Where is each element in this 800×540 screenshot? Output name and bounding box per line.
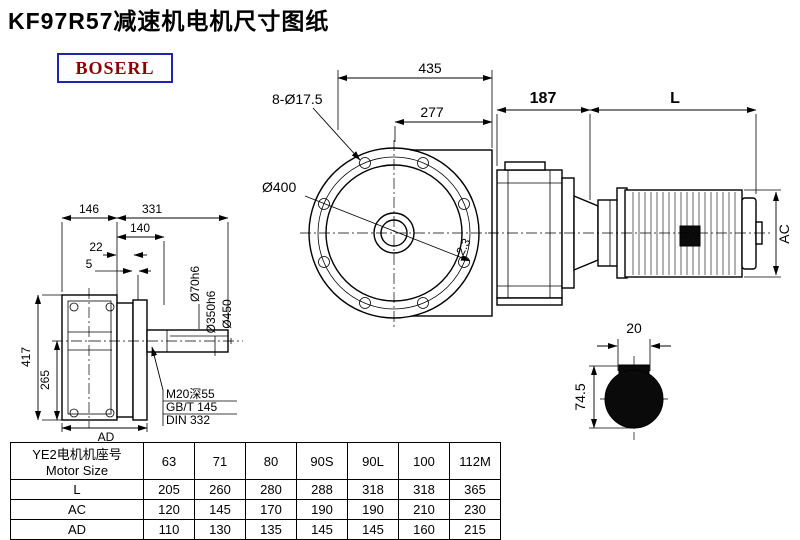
table-row-L: L 205 260 280 288 318 318 365 xyxy=(10,479,501,500)
table-cell: 288 xyxy=(296,479,348,500)
front-view: 146 331 140 22 5 417 265 xyxy=(19,202,243,444)
table-row-AD: AD 110 130 135 145 145 160 215 xyxy=(10,519,501,540)
size-col-80: 80 xyxy=(245,442,297,480)
table-cell: 365 xyxy=(449,479,501,500)
dim-AC: AC xyxy=(776,224,792,243)
table-cell: 130 xyxy=(194,519,246,540)
table-cell: 145 xyxy=(296,519,348,540)
table-cell: 318 xyxy=(347,479,399,500)
size-col-63: 63 xyxy=(143,442,195,480)
shaft-section-circle xyxy=(604,369,664,429)
dim-417: 417 xyxy=(19,347,33,367)
row-label-L: L xyxy=(10,479,144,500)
table-header-row: YE2电机机座号 Motor Size 63 71 80 90S 90L 100… xyxy=(10,442,501,480)
note-tapped-hole: M20深55 xyxy=(166,387,215,401)
dim-187: 187 xyxy=(530,90,557,107)
row-label-AC: AC xyxy=(10,499,144,520)
dim-331: 331 xyxy=(142,202,162,216)
table-cell: 170 xyxy=(245,499,297,520)
motor-size-table: YE2电机机座号 Motor Size 63 71 80 90S 90L 100… xyxy=(10,442,501,540)
dim-22: 22 xyxy=(89,240,103,254)
note-din332: DIN 332 xyxy=(166,413,210,427)
table-header-cn: YE2电机机座号 xyxy=(32,447,122,462)
table-header-cell: YE2电机机座号 Motor Size xyxy=(10,442,144,480)
note-gbt145: GB/T 145 xyxy=(166,400,217,414)
dim-flange-diameter: Ø400 xyxy=(262,179,296,195)
size-col-90L: 90L xyxy=(347,442,399,480)
dim-277: 277 xyxy=(420,104,444,120)
table-cell: 135 xyxy=(245,519,297,540)
table-cell: 190 xyxy=(296,499,348,520)
dim-5: 5 xyxy=(86,257,93,271)
dim-AD: AD xyxy=(98,430,115,444)
size-col-90S: 90S xyxy=(296,442,348,480)
dim-140: 140 xyxy=(130,221,150,235)
table-cell: 280 xyxy=(245,479,297,500)
dim-146: 146 xyxy=(79,202,99,216)
size-col-100: 100 xyxy=(398,442,450,480)
table-cell: 318 xyxy=(398,479,450,500)
table-cell: 160 xyxy=(398,519,450,540)
dim-key-width: 20 xyxy=(626,320,642,336)
shaft-key-section: 20 74.5 xyxy=(572,320,671,440)
table-cell: 110 xyxy=(143,519,195,540)
dim-bolt-pattern: 8-Ø17.5 xyxy=(272,91,323,107)
side-view: 187 L AC xyxy=(488,90,792,306)
table-cell: 145 xyxy=(194,499,246,520)
dim-265: 265 xyxy=(38,370,52,390)
table-cell: 260 xyxy=(194,479,246,500)
table-header-en: Motor Size xyxy=(45,463,109,478)
page-title: KF97R57减速机电机尺寸图纸 xyxy=(8,8,330,34)
table-cell: 145 xyxy=(347,519,399,540)
table-cell: 210 xyxy=(398,499,450,520)
table-cell: 215 xyxy=(449,519,501,540)
table-row-AC: AC 120 145 170 190 190 210 230 xyxy=(10,499,501,520)
dim-key-height: 74.5 xyxy=(572,383,588,410)
dim-shaft-diameter: Ø70h6 xyxy=(188,266,202,302)
dim-L: L xyxy=(670,90,680,107)
dim-spigot-diameter: Ø350h6 xyxy=(204,290,218,333)
table-cell: 120 xyxy=(143,499,195,520)
size-col-71: 71 xyxy=(194,442,246,480)
row-label-AD: AD xyxy=(10,519,144,540)
table-cell: 190 xyxy=(347,499,399,520)
top-view: 435 8-Ø17.5 277 Ø400 2.3 xyxy=(262,60,508,328)
table-cell: 205 xyxy=(143,479,195,500)
boserl-logo: BOSERL xyxy=(57,53,173,83)
dim-flange-od: Ø450 xyxy=(220,299,234,329)
table-cell: 230 xyxy=(449,499,501,520)
dim-435: 435 xyxy=(418,60,442,76)
size-col-112M: 112M xyxy=(449,442,501,480)
